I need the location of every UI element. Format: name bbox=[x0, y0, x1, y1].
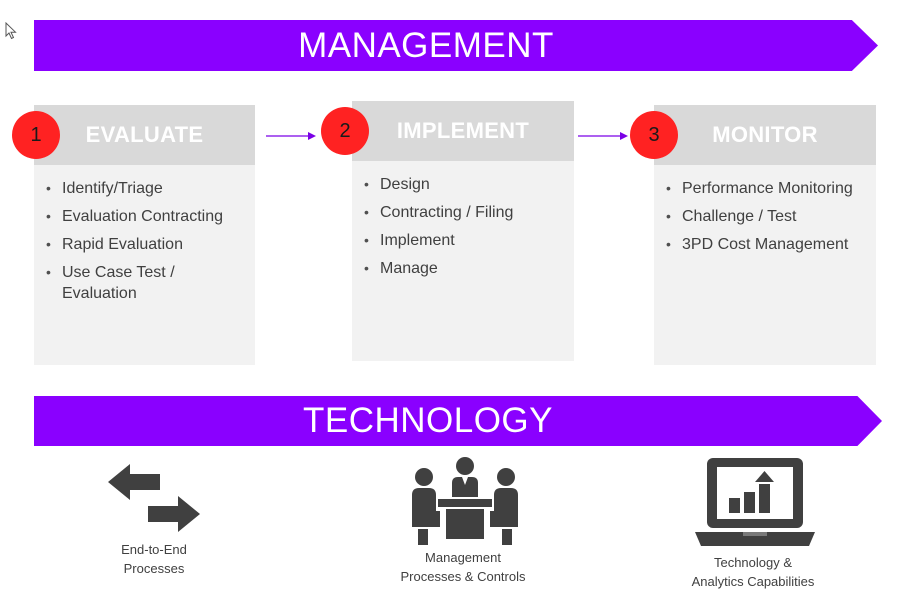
step-number-badge: 1 bbox=[12, 111, 60, 159]
tech-label-line: Management bbox=[425, 550, 501, 565]
double-arrow-icon bbox=[108, 464, 200, 532]
list-item: Identify/Triage bbox=[44, 178, 249, 199]
tech-item-label: Technology & Analytics Capabilities bbox=[675, 553, 831, 591]
tech-label-line: Technology & bbox=[713, 555, 793, 570]
list-item: Rapid Evaluation bbox=[44, 234, 249, 255]
step-card-implement: IMPLEMENT Design Contracting / Filing Im… bbox=[352, 101, 574, 361]
tech-label-line: Processes & Controls bbox=[400, 569, 526, 584]
tech-label-line: End-to-End bbox=[121, 542, 187, 557]
tech-item-label: Management Processes & Controls bbox=[383, 548, 543, 586]
tech-item-label: End-to-End Processes bbox=[94, 540, 214, 578]
flow-arrow-icon bbox=[578, 132, 628, 140]
list-item: Design bbox=[362, 174, 568, 195]
step-title: IMPLEMENT bbox=[352, 101, 574, 161]
list-item: Challenge / Test bbox=[664, 206, 870, 227]
step-item-list: Performance Monitoring Challenge / Test … bbox=[664, 178, 870, 262]
laptop-chart-icon bbox=[695, 458, 815, 546]
flow-arrow-icon bbox=[266, 132, 316, 140]
list-item: 3PD Cost Management bbox=[664, 234, 870, 255]
step-item-list: Design Contracting / Filing Implement Ma… bbox=[362, 174, 568, 286]
step-card-evaluate: EVALUATE Identify/Triage Evaluation Cont… bbox=[34, 105, 255, 365]
list-item: Contracting / Filing bbox=[362, 202, 568, 223]
meeting-icon bbox=[412, 457, 518, 545]
list-item: Manage bbox=[362, 258, 568, 279]
step-title-text: IMPLEMENT bbox=[396, 118, 530, 143]
step-card-monitor: MONITOR Performance Monitoring Challenge… bbox=[654, 105, 876, 365]
management-banner-label: MANAGEMENT bbox=[298, 25, 554, 65]
management-banner: MANAGEMENT bbox=[34, 20, 878, 71]
step-title: MONITOR bbox=[654, 105, 876, 165]
technology-banner-label: TECHNOLOGY bbox=[302, 401, 554, 440]
step-item-list: Identify/Triage Evaluation Contracting R… bbox=[44, 178, 249, 311]
technology-banner: TECHNOLOGY bbox=[34, 396, 882, 446]
step-title: EVALUATE bbox=[34, 105, 255, 165]
tech-label-line: Processes bbox=[123, 561, 185, 576]
list-item: Performance Monitoring bbox=[664, 178, 870, 199]
tech-label-line: Analytics Capabilities bbox=[691, 574, 815, 589]
step-title-text: EVALUATE bbox=[85, 122, 204, 147]
step-number-badge: 2 bbox=[321, 107, 369, 155]
step-number-badge: 3 bbox=[630, 111, 678, 159]
list-item: Implement bbox=[362, 230, 568, 251]
mouse-cursor-icon bbox=[5, 22, 17, 40]
list-item: Evaluation Contracting bbox=[44, 206, 249, 227]
step-title-text: MONITOR bbox=[712, 122, 818, 147]
list-item: Use Case Test / Evaluation bbox=[44, 262, 249, 304]
